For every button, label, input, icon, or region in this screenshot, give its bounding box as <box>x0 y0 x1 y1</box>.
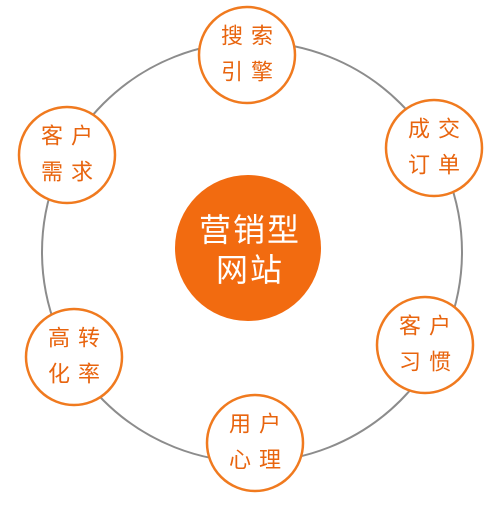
center-node-line-2: 网站 <box>216 251 284 289</box>
node-customer-needs-line-1: 客户 <box>41 125 101 150</box>
center-node: 营销型 网站 <box>175 175 321 321</box>
node-user-psychology: 用户 心理 <box>205 393 305 493</box>
node-search-engine-circle <box>197 5 297 105</box>
node-user-psychology-line-1: 用户 <box>229 413 289 438</box>
center-node-line-1: 营销型 <box>199 211 301 249</box>
node-closed-orders-line-1: 成交 <box>408 118 468 143</box>
node-closed-orders-line-2: 订单 <box>408 154 468 179</box>
node-search-engine-line-1: 搜索 <box>221 25 281 50</box>
node-customer-needs-circle <box>17 105 117 205</box>
node-customer-habits: 客户 习惯 <box>375 295 475 395</box>
node-high-conversion-line-1: 高转 <box>48 327 108 352</box>
node-high-conversion-circle <box>24 307 124 407</box>
node-user-psychology-circle <box>205 393 305 493</box>
node-closed-orders: 成交 订单 <box>384 98 484 198</box>
node-high-conversion-line-2: 化率 <box>48 363 108 388</box>
node-customer-needs: 客户 需求 <box>17 105 117 205</box>
node-search-engine: 搜索 引擎 <box>197 5 297 105</box>
node-closed-orders-circle <box>384 98 484 198</box>
node-search-engine-line-2: 引擎 <box>221 61 281 86</box>
center-node-circle <box>175 175 321 321</box>
node-user-psychology-line-2: 心理 <box>229 449 289 474</box>
node-high-conversion: 高转 化率 <box>24 307 124 407</box>
node-customer-habits-circle <box>375 295 475 395</box>
node-customer-habits-line-1: 客户 <box>399 315 459 340</box>
node-customer-habits-line-2: 习惯 <box>399 351 459 376</box>
node-customer-needs-line-2: 需求 <box>41 161 101 186</box>
